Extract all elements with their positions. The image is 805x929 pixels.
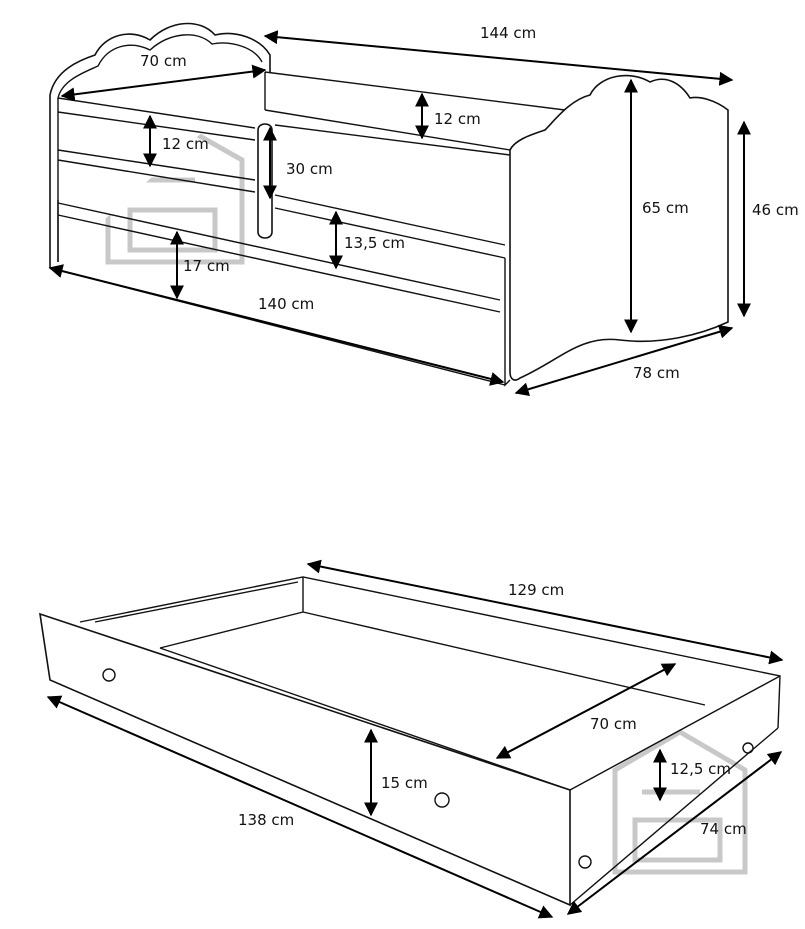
dim-drawer-inner-width: 70 cm (590, 715, 637, 733)
bed-outline (49, 22, 729, 387)
dim-side-height: 46 cm (752, 201, 799, 219)
dim-total-length: 144 cm (480, 24, 536, 42)
dim-guard-length: 70 cm (140, 52, 187, 70)
dim-drawer-front-height: 15 cm (381, 774, 428, 792)
dim-headboard-height: 65 cm (642, 199, 689, 217)
dim-floor-clearance: 17 cm (183, 257, 230, 275)
drawer-wheel (742, 742, 754, 754)
dim-rail-gap-height: 12 cm (162, 135, 209, 153)
dim-guard-opening: 30 cm (286, 160, 333, 178)
dim-drawer-front-length: 138 cm (238, 811, 294, 829)
drawer-dimensions: 129 cm 70 cm 15 cm 12,5 cm 138 cm 74 cm (46, 559, 784, 919)
bed-dimensions: 144 cm 70 cm 12 cm 12 cm 30 cm 65 cm 46 … (48, 24, 799, 397)
drawer-wheel (578, 855, 592, 869)
dim-drawer-side-height: 12,5 cm (670, 760, 731, 778)
dim-front-length: 140 cm (258, 295, 314, 313)
drawer-handle-hole (102, 668, 116, 682)
dim-drawer-inner-length: 129 cm (508, 581, 564, 599)
dim-drawer-front-height: 13,5 cm (344, 234, 405, 252)
dim-bed-width: 78 cm (633, 364, 680, 382)
dim-guard-rail-height: 12 cm (434, 110, 481, 128)
dim-drawer-depth: 74 cm (700, 820, 747, 838)
